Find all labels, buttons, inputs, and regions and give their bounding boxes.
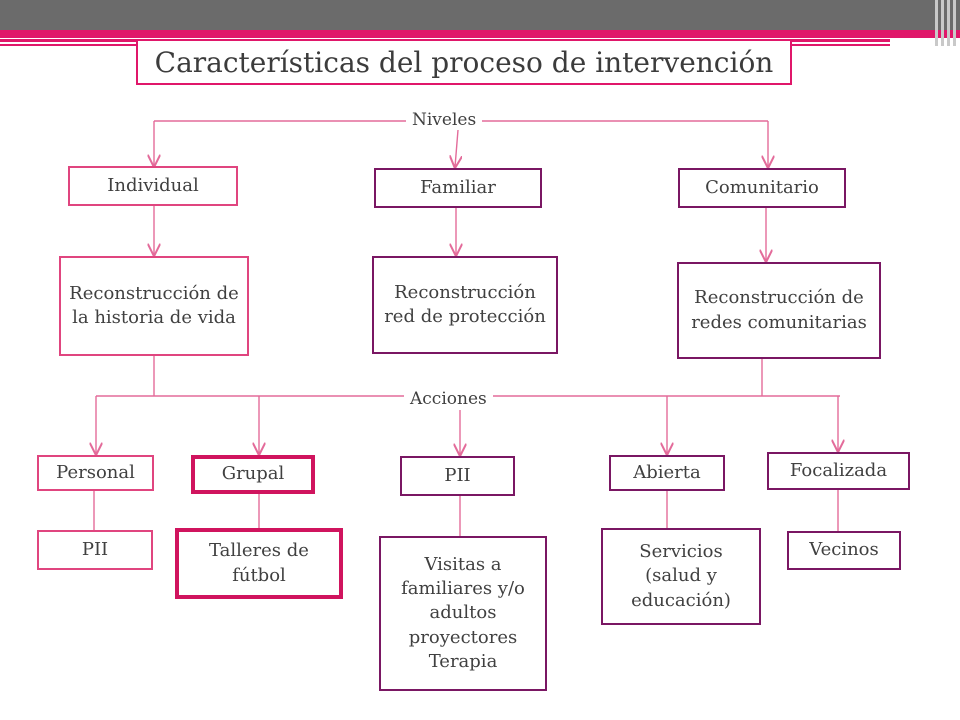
decorative-stripes — [920, 0, 960, 60]
header-bar — [0, 0, 960, 30]
niveles-label: Niveles — [406, 110, 483, 130]
level-familiar: Familiar — [374, 168, 542, 208]
action-grupal: Grupal — [191, 455, 315, 494]
level-familiar-description: Reconstrucción red de protección — [372, 256, 558, 354]
detail-abierta: Servicios (salud y educación) — [601, 528, 761, 625]
level-individual: Individual — [68, 166, 238, 206]
detail-grupal: Talleres de fútbol — [175, 528, 343, 599]
header-accent-stripe — [0, 30, 960, 38]
level-comunitario-description: Reconstrucción de redes comunitarias — [677, 262, 881, 359]
action-personal: Personal — [37, 455, 154, 491]
detail-focalizada: Vecinos — [787, 531, 901, 570]
level-comunitario: Comunitario — [678, 168, 846, 208]
level-individual-description: Reconstrucción de la historia de vida — [59, 256, 249, 356]
arrow-familiar — [455, 129, 458, 167]
action-pii: PII — [400, 456, 515, 496]
detail-personal: PII — [37, 530, 153, 570]
action-focalizada: Focalizada — [767, 452, 910, 490]
acciones-label: Acciones — [404, 389, 493, 409]
detail-pii: Visitas a familiares y/o adultos proyect… — [379, 536, 547, 691]
page-title: Características del proceso de intervenc… — [136, 39, 792, 85]
action-abierta: Abierta — [609, 455, 725, 491]
